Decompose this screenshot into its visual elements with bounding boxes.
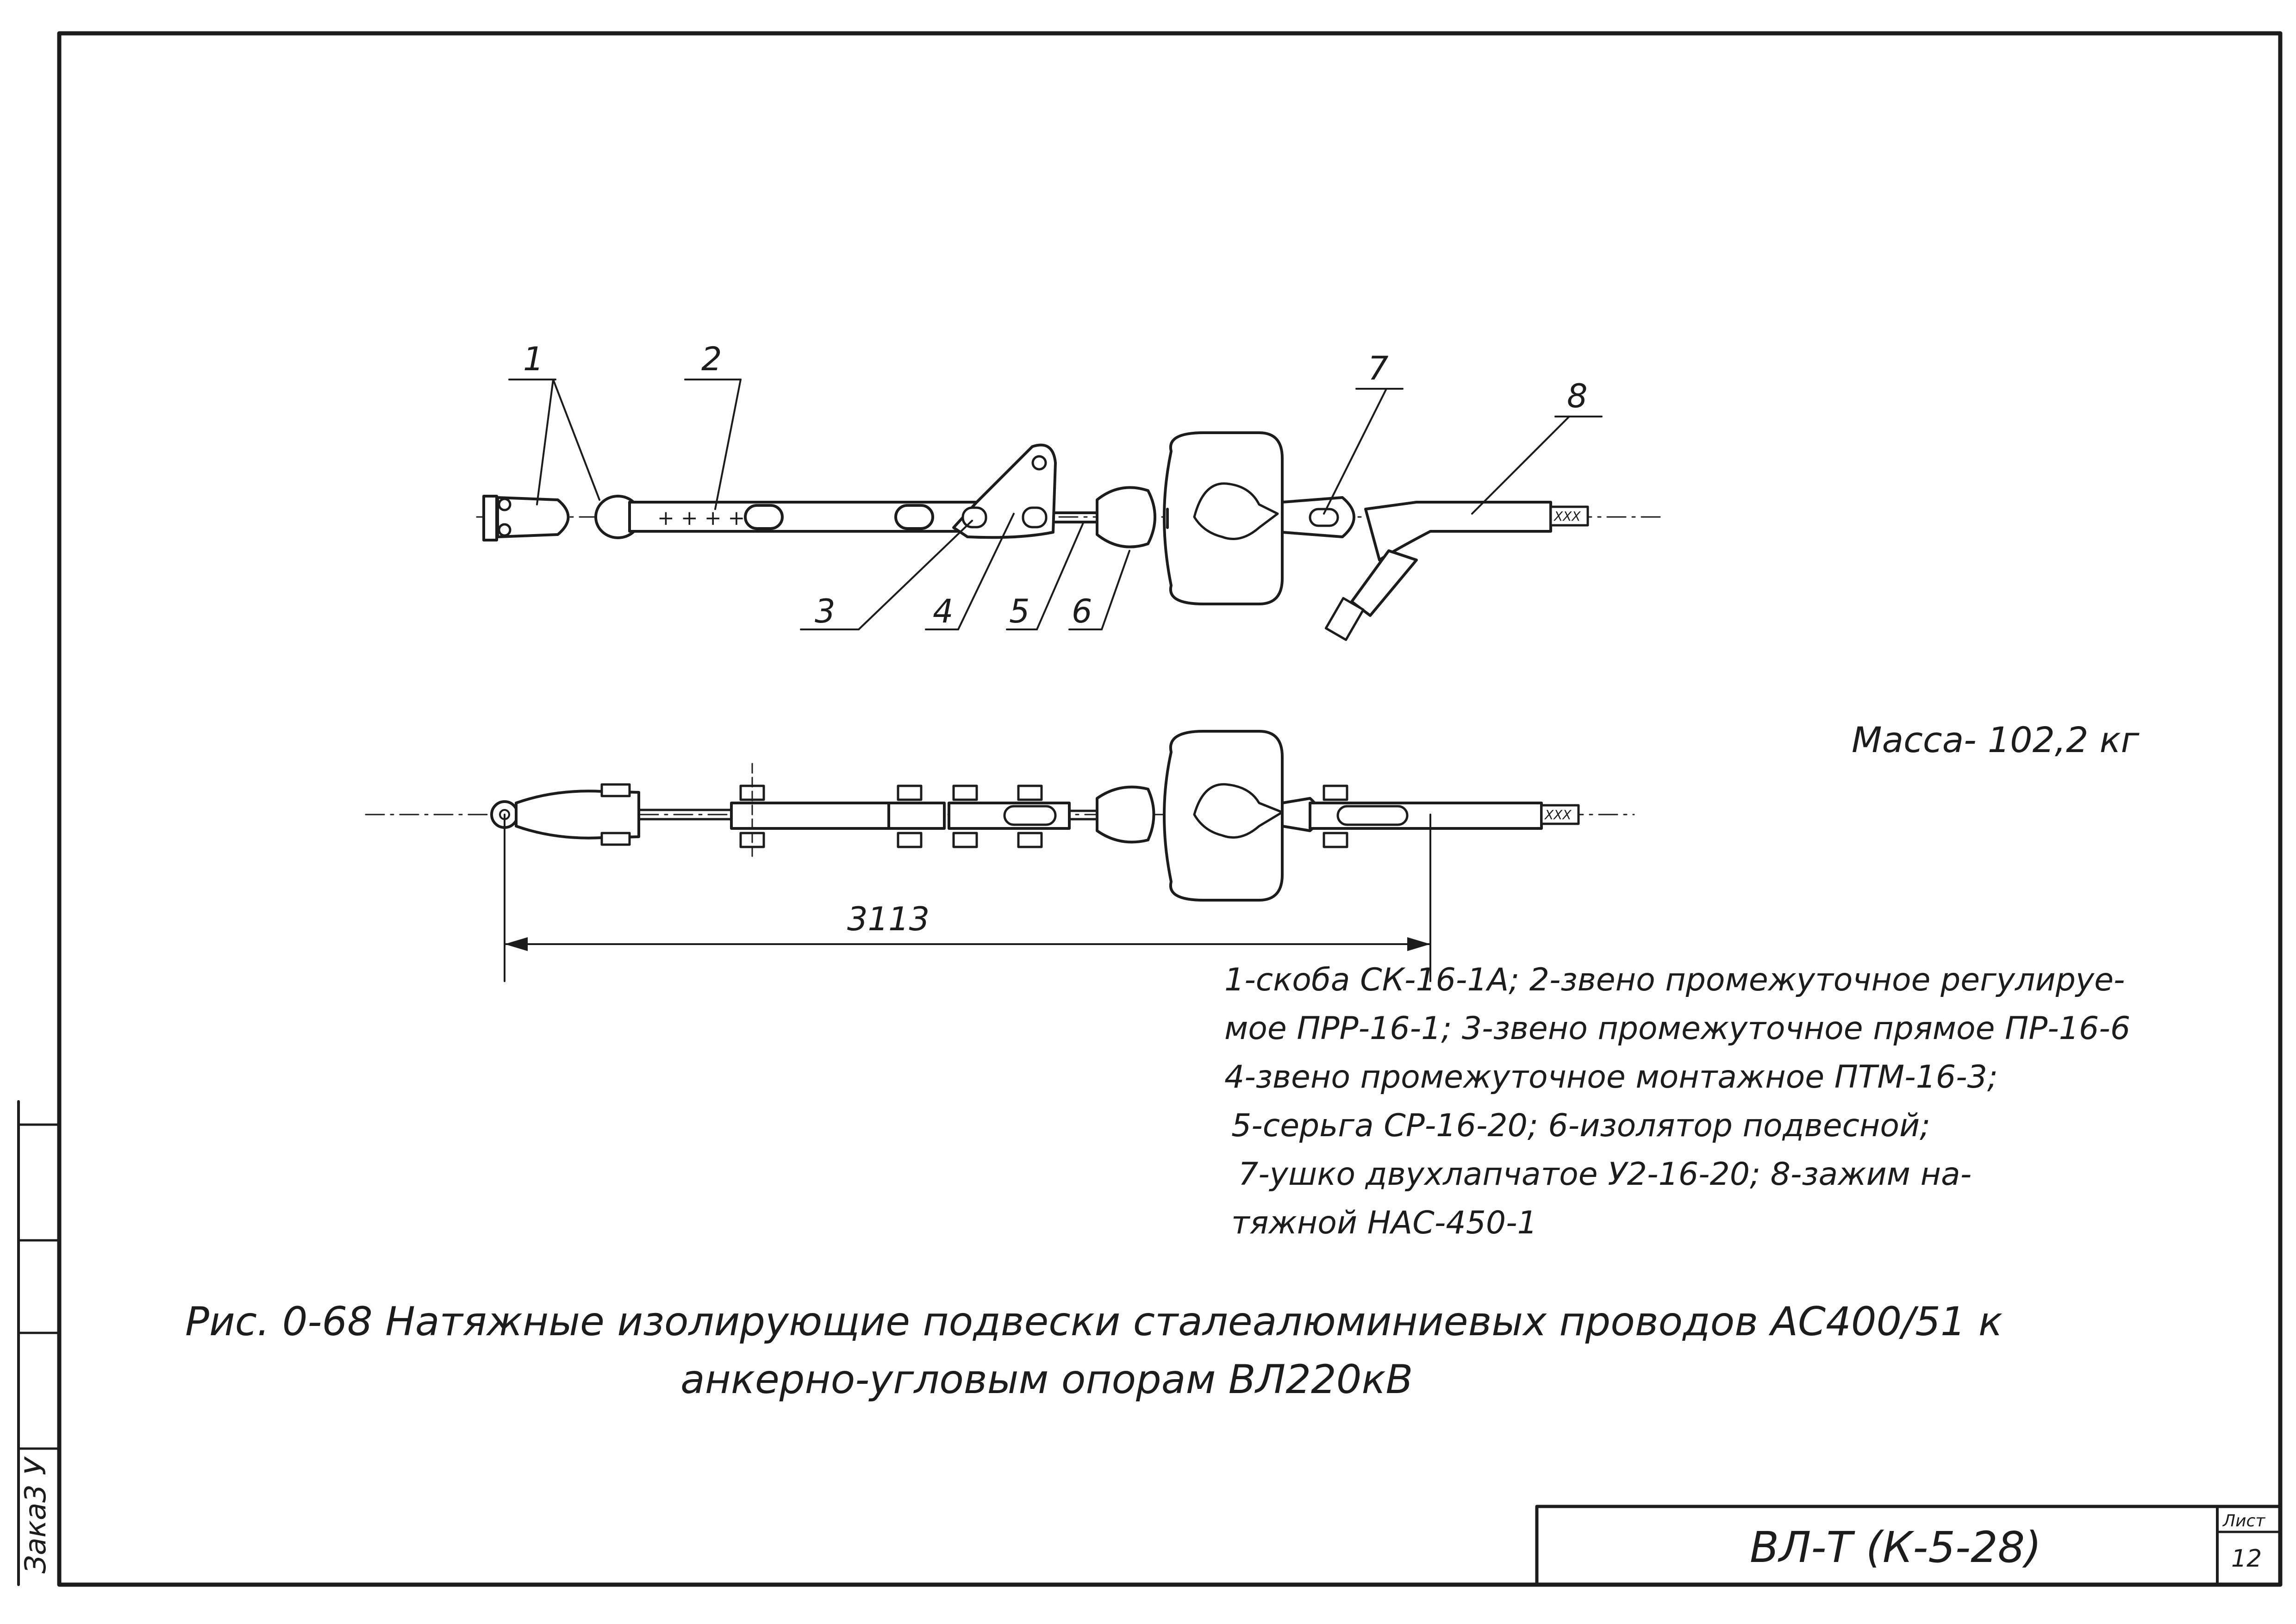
title-block: [1535, 1505, 2282, 1587]
jumper-end: [1324, 597, 1365, 641]
bolt-head: [897, 832, 923, 848]
conductor-end: [1540, 804, 1580, 825]
legend-line: тяжной НАС-450-1: [1231, 1205, 1537, 1241]
tension-clamp-jumper: [1350, 549, 1418, 617]
bolt-head: [1323, 784, 1348, 801]
dimension-value: 3113: [847, 900, 930, 938]
clamp-slot: [1336, 805, 1409, 826]
mounting-link-slot: [961, 506, 987, 529]
callout-7: 7: [1368, 349, 1389, 387]
bolt-head: [897, 784, 923, 801]
legend: 1-скоба СК-16-1А; 2-звено промежуточное …: [1224, 962, 2130, 1241]
insulator-cap: [1096, 486, 1156, 548]
bolt-head: [952, 832, 978, 848]
link-slot: [894, 504, 934, 530]
insulator-pin: [1193, 482, 1279, 540]
svg-text:+ + + +: + + + +: [657, 506, 745, 530]
link-plate: [730, 802, 895, 830]
legend-line: 4-звено промежуточное монтажное ПТМ-16-3…: [1224, 1059, 1998, 1095]
bolt-head: [1017, 832, 1043, 848]
conductor-end: [1549, 505, 1589, 527]
insulator-pin: [1193, 783, 1284, 839]
legend-line: мое ПРР-16-1; 3-звено промежуточное прям…: [1224, 1010, 2130, 1047]
top-view-assembly: + + + + ХХХ: [476, 431, 1667, 641]
sheet-label: Лист: [2222, 1512, 2265, 1531]
figure-caption-line2: анкерно-угловым опорам ВЛ220кВ: [680, 1356, 1413, 1403]
side-view-assembly: ХХХ: [365, 730, 1635, 902]
shackle-pin: [482, 495, 498, 541]
callout-leaders: [508, 379, 1603, 630]
sheet-number: 12: [2231, 1545, 2262, 1573]
svg-text:ХХХ: ХХХ: [1544, 807, 1572, 822]
shackle-body: [496, 496, 570, 538]
callout-1: 1: [523, 340, 544, 378]
shackle-nut: [498, 498, 512, 511]
link-plate: [887, 802, 946, 830]
figure-caption-line1: Рис. 0-68 Натяжные изолирующие подвески …: [185, 1299, 2003, 1345]
shackle-side: [515, 790, 640, 840]
drawing-code: ВЛ-Т (К-5-28): [1750, 1523, 2041, 1572]
mass-note: Масса- 102,2 кг: [1852, 719, 2140, 760]
bolt-head: [600, 783, 631, 797]
eye-slot: [1309, 508, 1339, 527]
callout-6: 6: [1072, 592, 1092, 630]
mounting-link-hole: [1031, 455, 1047, 471]
dimension-line: [504, 814, 1431, 982]
callout-8: 8: [1567, 377, 1588, 415]
legend-line: 7-ушко двухлапчатое У2-16-20; 8-зажим на…: [1238, 1156, 1972, 1193]
link-slot: [744, 504, 784, 530]
legend-line: 1-скоба СК-16-1А; 2-звено промежуточное …: [1224, 962, 2125, 998]
legend-line: 5-серьга СР-16-20; 6-изолятор подвесной;: [1231, 1108, 1930, 1144]
link-slot: [1003, 805, 1057, 826]
side-stamp: Зака3 У: [19, 1456, 52, 1574]
mounting-link-slot: [1022, 506, 1048, 529]
bolt-head: [952, 784, 978, 801]
insulator-cap: [1096, 785, 1155, 844]
callout-3: 3: [815, 592, 836, 630]
svg-text:ХХХ: ХХХ: [1553, 509, 1581, 524]
callout-2: 2: [701, 340, 722, 378]
shackle-nut: [498, 523, 512, 537]
adjustment-holes: + + + +: [657, 506, 745, 530]
bolt-head: [1017, 784, 1043, 801]
callout-5: 5: [1009, 592, 1030, 630]
callout-4: 4: [933, 592, 954, 630]
bolt-head: [1323, 832, 1348, 848]
bolt-head: [600, 832, 631, 846]
sheet-frame: [57, 31, 2283, 1587]
